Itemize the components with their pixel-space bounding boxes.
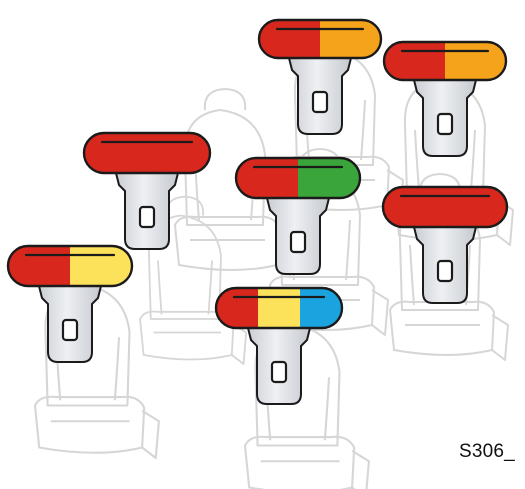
indicator-segment-yellow — [70, 246, 133, 286]
indicator-segment-orange — [445, 42, 507, 80]
seatbelt-indicator-top-right — [384, 42, 507, 156]
indicator-segment-yellow — [258, 288, 301, 328]
indicator-segment-red — [383, 187, 508, 227]
indicator-segment-red — [236, 158, 299, 198]
buckle-slot-icon — [272, 362, 286, 382]
indicator-segment-green — [298, 158, 361, 198]
buckle-slot-icon — [438, 114, 452, 134]
seatbelt-indicator-bottom-left — [8, 246, 133, 362]
figure-caption: S306_ — [459, 441, 525, 463]
buckle-slot-icon — [438, 261, 452, 281]
indicator-segment-red — [84, 133, 211, 173]
seatbelt-indicator-mid-left — [84, 133, 211, 249]
indicator-segment-red — [259, 20, 321, 58]
seatbelt-indicator-bottom-center — [216, 288, 343, 404]
buckle-slot-icon — [291, 232, 305, 252]
buckle-slot-icon — [140, 207, 154, 227]
indicator-segment-red — [8, 246, 71, 286]
indicator-segment-orange — [320, 20, 382, 58]
buckle-slot-icon — [63, 320, 77, 340]
buckle-slot-icon — [313, 92, 327, 112]
indicator-segment-red — [384, 42, 446, 80]
